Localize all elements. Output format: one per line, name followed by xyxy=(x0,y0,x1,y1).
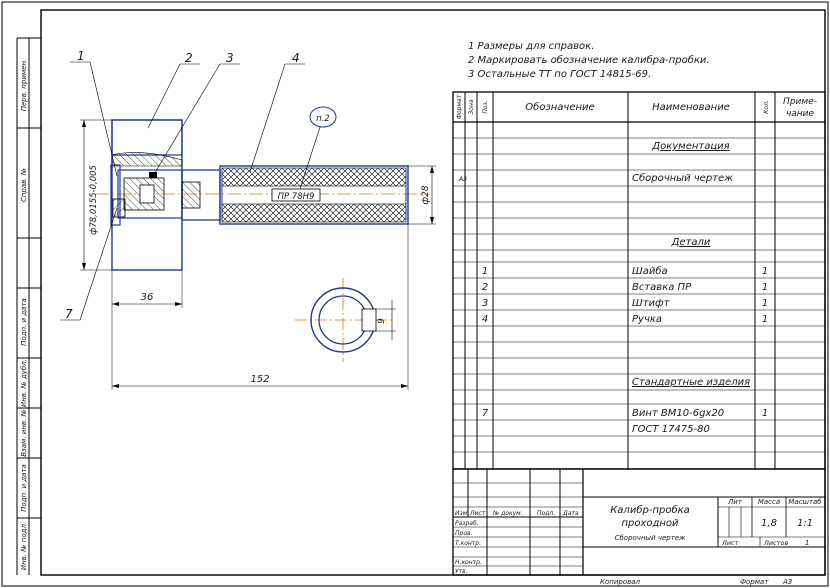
part-pos: 2 xyxy=(482,282,488,293)
section-standard: Стандартные изделия xyxy=(632,377,750,388)
header-format: Формат xyxy=(456,94,463,119)
std-qty: 1 xyxy=(762,408,768,419)
footer-format: Формат xyxy=(740,578,769,586)
side-label-podp1: Подп. и дата xyxy=(20,298,28,346)
std-name-1: Винт ВМ10-6gx20 xyxy=(632,408,724,419)
tb-col-sign: Подп. xyxy=(537,510,555,517)
leader-label-2: 2 xyxy=(185,51,193,65)
dimension-152: 152 xyxy=(111,224,409,390)
footer-kopiroval: Копировал xyxy=(600,578,641,586)
part-name: Ручка xyxy=(632,314,662,325)
part-pos: 1 xyxy=(482,266,488,277)
part-qty: 1 xyxy=(762,298,768,309)
std-name-2: ГОСТ 17475-80 xyxy=(632,424,710,435)
specification-table: Формат Зона Поз. Обозначение Наименовани… xyxy=(452,91,826,470)
note-3: 3 Остальные ТТ по ГОСТ 14815-69. xyxy=(468,69,651,80)
dimension-36: 36 xyxy=(111,270,183,308)
part-name: Вставка ПР xyxy=(632,282,692,293)
tb-col-list: Лист xyxy=(469,510,486,517)
dimension-36-label: 36 xyxy=(141,292,154,303)
leader-label-3: 3 xyxy=(226,51,234,65)
side-label-vzam: Взам. инв. № xyxy=(20,409,28,457)
title-block: Изм Лист № докум. Подп. Дата Разраб. Про… xyxy=(452,468,826,576)
part-qty: 1 xyxy=(762,282,768,293)
part-qty: 1 xyxy=(762,266,768,277)
note-1: 1 Размеры для справок. xyxy=(468,41,594,52)
tb-col-doc: № докум. xyxy=(492,510,523,517)
std-pos: 7 xyxy=(482,408,489,419)
side-label-dubl: Инв. № дубл. xyxy=(20,359,28,407)
leader-label-4: 4 xyxy=(292,51,300,65)
side-label-perv: Перв. примен. xyxy=(20,59,28,112)
tb-sheets-value: 1 xyxy=(805,539,809,547)
header-pos: Поз. xyxy=(482,100,489,113)
tb-lit: Лит xyxy=(727,498,743,506)
part-pos: 3 xyxy=(482,298,488,309)
header-note-2: чание xyxy=(786,109,815,119)
tb-title-2: проходной xyxy=(621,518,679,529)
leader-label-1: 1 xyxy=(77,49,85,63)
tb-mass-value: 1,8 xyxy=(761,518,777,529)
side-label-podl: Инв. № подл. xyxy=(20,522,28,570)
marking-label: ПР 78Н9 xyxy=(278,192,315,202)
tb-sheet: Лист xyxy=(721,539,739,547)
row-doc-name: Сборочный чертеж xyxy=(632,172,733,184)
header-name: Наименование xyxy=(652,102,730,113)
inner-frame xyxy=(40,9,826,576)
dimension-diameter-label: ф78,0155-0,005 xyxy=(89,165,99,235)
header-zone: Зона xyxy=(468,99,475,114)
section-documentation: Документация xyxy=(651,141,729,152)
dimension-diameter: ф78,0155-0,005 xyxy=(80,119,112,271)
tb-tkontr: Т.контр. xyxy=(455,540,481,547)
tb-subtitle: Сборочный чертеж xyxy=(615,534,686,542)
part-name: Штифт xyxy=(632,298,671,309)
note-reference-label: п.2 xyxy=(316,114,330,124)
header-note-1: Приме- xyxy=(783,97,817,107)
tb-prov: Пров. xyxy=(455,530,473,537)
row-doc-format: А3 xyxy=(458,176,467,183)
dimension-28-label: ф28 xyxy=(421,185,431,204)
washer xyxy=(110,164,121,226)
part-name: Шайба xyxy=(632,265,668,277)
cross-section-view: 9 xyxy=(295,278,396,362)
screw xyxy=(112,198,126,218)
gauge-section-view: ПР 78Н9 xyxy=(95,119,430,271)
part-qty: 1 xyxy=(762,314,768,325)
section-parts: Детали xyxy=(671,237,711,248)
tb-col-date: Дата xyxy=(562,510,579,517)
tb-title-1: Калибр-пробка xyxy=(610,504,690,516)
note-2: 2 Маркировать обозначение калибра-пробки… xyxy=(468,54,710,66)
side-label-sprav: Справ. № xyxy=(20,168,28,202)
dimension-28: ф28 xyxy=(408,165,436,225)
header-qty: Кол. xyxy=(763,100,770,114)
part-pos: 4 xyxy=(482,314,488,325)
tb-col-izm: Изм xyxy=(455,510,468,517)
dimension-152-label: 152 xyxy=(250,374,269,385)
tb-scale-value: 1:1 xyxy=(797,518,813,529)
footer-format-value: А3 xyxy=(782,578,792,586)
leader-label-7: 7 xyxy=(65,307,73,321)
tb-masshtab: Масштаб xyxy=(788,498,822,506)
header-designation: Обозначение xyxy=(525,101,594,113)
tb-razrab: Разраб. xyxy=(455,520,479,527)
tb-massa: Масса xyxy=(758,498,780,506)
side-label-podp2: Подп. и дата xyxy=(20,464,28,512)
side-stamp-column: Перв. примен. Справ. № Подп. и дата Инв.… xyxy=(16,37,41,575)
tb-nkontr: Н.контр. xyxy=(455,559,482,566)
tb-utv: Утв. xyxy=(455,568,468,575)
leader-lines: 1 2 3 4 7 xyxy=(60,49,305,321)
note-reference-circle xyxy=(309,106,337,128)
dimension-9-label: 9 xyxy=(377,318,387,324)
tb-sheets: Листов xyxy=(763,539,788,547)
handle xyxy=(219,165,409,225)
